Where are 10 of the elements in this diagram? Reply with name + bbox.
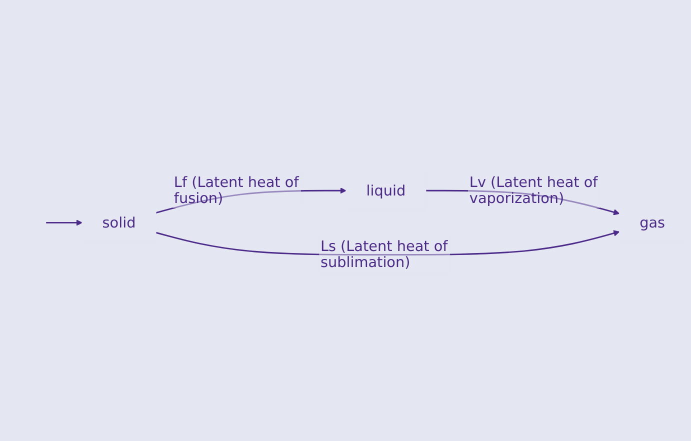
arrow [156, 230, 620, 256]
edge-label: Ls (Latent heat of sublimation) [320, 238, 448, 271]
edge-label: Lf (Latent heat of fusion) [174, 174, 299, 206]
node-text: liquid [366, 182, 406, 199]
node-text: gas [640, 214, 666, 231]
node-text: solid [102, 214, 136, 231]
arrow [156, 187, 346, 214]
edge-label: Lv (Latent heat of vaporization) [469, 174, 598, 206]
arrow [426, 190, 620, 215]
arrow [46, 219, 82, 226]
